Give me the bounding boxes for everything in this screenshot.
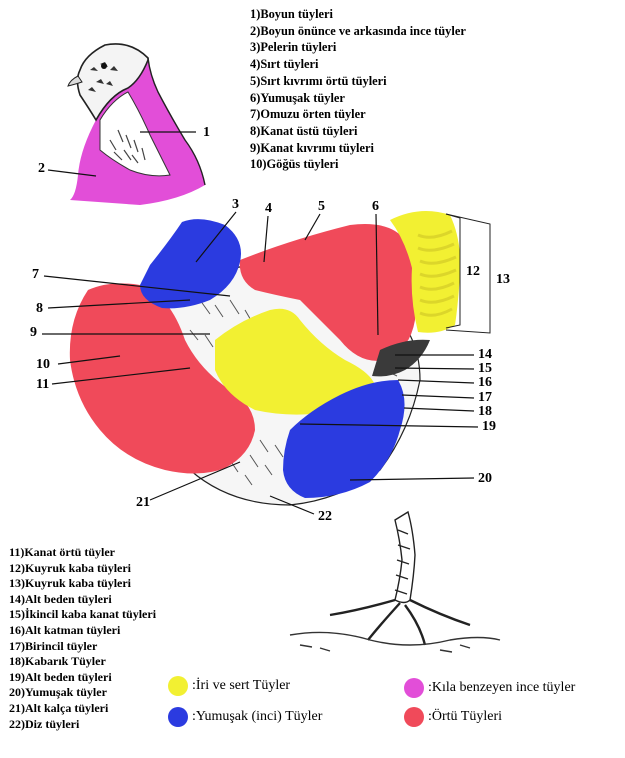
leg-shank: [395, 512, 415, 603]
feather-list-item: 4)Sırt tüyleri: [250, 56, 466, 73]
callout-number: 8: [36, 301, 43, 316]
legend-red: :Örtü Tüyleri: [404, 707, 502, 727]
callout-number: 17: [478, 390, 492, 405]
feather-list-item: 18)Kabarık Tüyler: [9, 654, 156, 670]
feather-list-item: 10)Göğüs tüyleri: [250, 156, 466, 173]
feather-list-item: 16)Alt katman tüyleri: [9, 623, 156, 639]
callout-number: 13: [496, 272, 510, 287]
callout-number: 20: [478, 471, 492, 486]
swatch-red: [404, 707, 424, 727]
feather-list-item: 1)Boyun tüyleri: [250, 6, 466, 23]
callout-number: 10: [36, 357, 50, 372]
callout-line: [404, 408, 474, 411]
feather-list-item: 3)Pelerin tüyleri: [250, 39, 466, 56]
head-neck: [68, 44, 205, 205]
feather-list-item: 19)Alt beden tüyleri: [9, 670, 156, 686]
callout-number: 18: [478, 404, 492, 419]
callout-number: 14: [478, 347, 492, 362]
legend-yellow: :İri ve sert Tüyler: [168, 676, 290, 696]
feather-list-item: 21)Alt kalça tüyleri: [9, 701, 156, 717]
callout-number: 6: [372, 199, 379, 214]
feather-list-item: 2)Boyun önünce ve arkasında ince tüyler: [250, 23, 466, 40]
swatch-yellow: [168, 676, 188, 696]
eye: [101, 63, 107, 69]
legend-magenta: :Kıla benzeyen ince tüyler: [404, 678, 575, 698]
callout-number: 15: [478, 361, 492, 376]
legend-yellow-label: :İri ve sert Tüyler: [192, 678, 290, 694]
feather-list-item: 7)Omuzu örten tüyler: [250, 106, 466, 123]
callout-number: 9: [30, 325, 37, 340]
callout-number: 19: [482, 419, 496, 434]
callout-number: 12: [466, 264, 480, 279]
feather-list-item: 14)Alt beden tüyleri: [9, 592, 156, 608]
feather-list-item: 20)Yumuşak tüyler: [9, 685, 156, 701]
legend-red-label: :Örtü Tüyleri: [428, 709, 502, 725]
callout-number: 1: [203, 125, 210, 140]
callout-number: 3: [232, 197, 239, 212]
callout-number: 16: [478, 375, 492, 390]
legend-blue: :Yumuşak (inci) Tüyler: [168, 707, 322, 727]
feather-list-item: 9)Kanat kıvrımı tüyleri: [250, 140, 466, 157]
feather-list-item: 22)Diz tüyleri: [9, 717, 156, 733]
callout-number: 22: [318, 509, 332, 524]
swatch-magenta: [404, 678, 424, 698]
feather-list-item: 5)Sırt kıvrımı örtü tüyleri: [250, 73, 466, 90]
feather-list-item: 6)Yumuşak tüyler: [250, 90, 466, 107]
feather-list-item: 11)Kanat örtü tüyler: [9, 545, 156, 561]
toes: [330, 600, 470, 645]
callout-number: 5: [318, 199, 325, 214]
legend-blue-label: :Yumuşak (inci) Tüyler: [192, 709, 322, 725]
legend-magenta-label: :Kıla benzeyen ince tüyler: [428, 680, 575, 696]
leg: [290, 512, 500, 652]
swatch-blue: [168, 707, 188, 727]
feather-list-item: 12)Kuyruk kaba tüyleri: [9, 561, 156, 577]
feather-list-item: 15)İkincil kaba kanat tüyleri: [9, 607, 156, 623]
feather-list-item: 17)Birincil tüyler: [9, 639, 156, 655]
callout-number: 4: [265, 201, 272, 216]
ground: [290, 632, 500, 652]
callout-number: 2: [38, 161, 45, 176]
callout-number: 11: [36, 377, 49, 392]
feather-list-item: 8)Kanat üstü tüyleri: [250, 123, 466, 140]
feather-list-item: 13)Kuyruk kaba tüyleri: [9, 576, 156, 592]
callout-number: 21: [136, 495, 150, 510]
callout-number: 7: [32, 267, 39, 282]
